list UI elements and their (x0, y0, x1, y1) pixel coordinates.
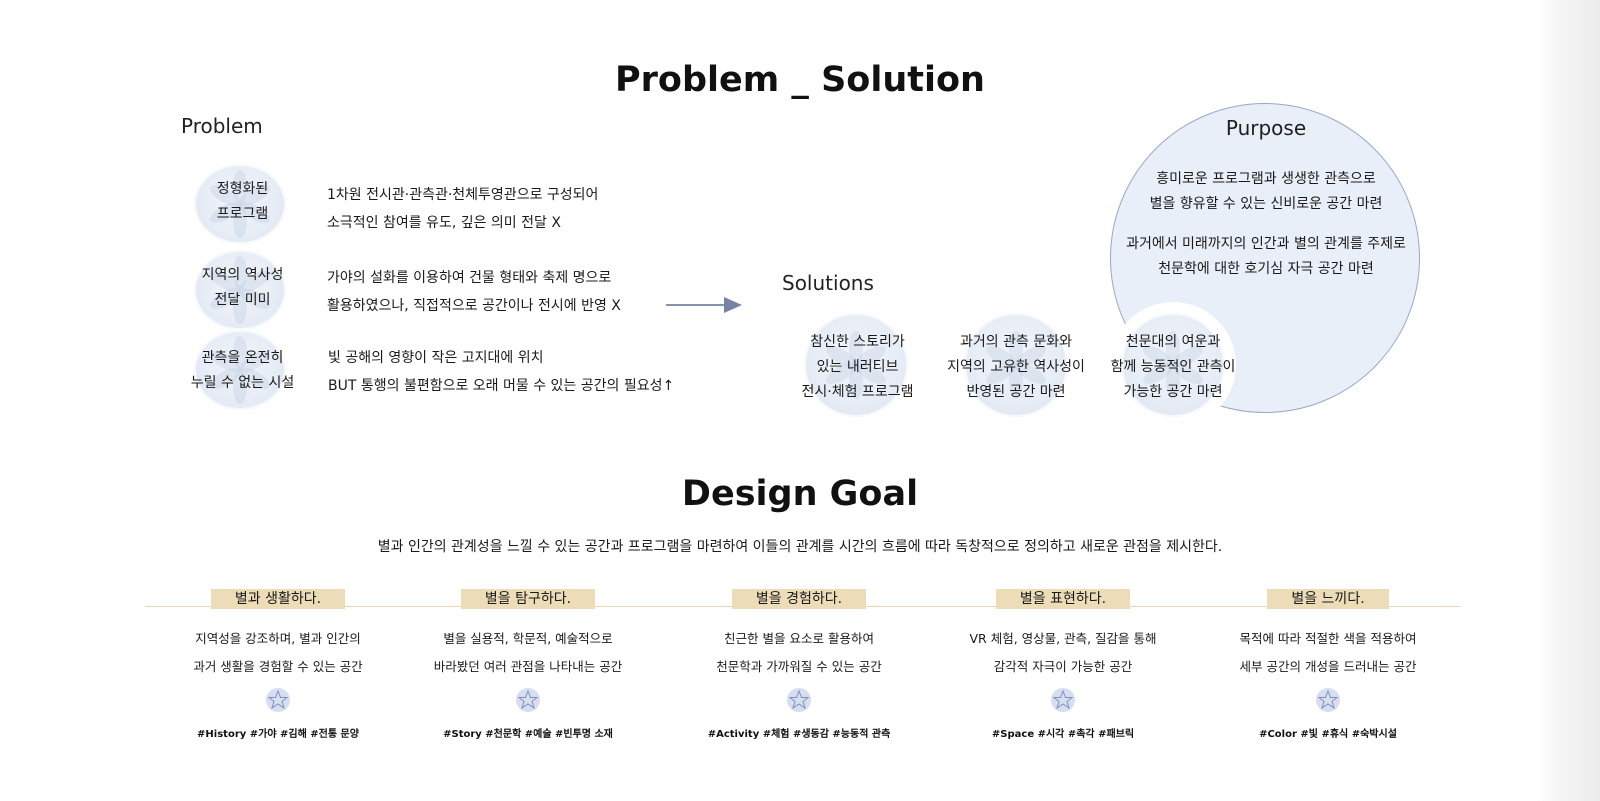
problem-solution-title: Problem _ Solution (615, 60, 985, 100)
goal-tag: 별과 생활하다. (210, 589, 346, 609)
star-icon (1316, 688, 1340, 712)
purpose-circle: Purpose 흥미로운 프로그램과 생생한 관측으로 별을 향유할 수 있는 … (1110, 103, 1420, 413)
goal-item: 별과 생활하다. 지역성을 강조하며, 별과 인간의 과거 생활을 경험할 수 … (153, 588, 403, 740)
side-texture (1538, 0, 1600, 801)
problem-tag: 정형화된 프로그램 (216, 181, 269, 222)
goal-hashtags: #Color #빛 #휴식 #숙박시설 (1259, 729, 1397, 740)
solution-text: 참신한 스토리가 있는 내러티브 전시·체험 프로그램 (801, 334, 914, 400)
problem-desc: 가야의 설화를 이용하여 건물 형태와 축제 명으로 활용하였으나, 직접적으로… (327, 270, 621, 314)
star-icon (516, 688, 540, 712)
solution-text: 과거의 관측 문화와 지역의 고유한 역사성이 반영된 공간 마련 (947, 334, 1085, 400)
problem-desc: 빛 공해의 영향이 작은 고지대에 위치 BUT 통행의 불편함으로 오래 머물… (328, 350, 675, 394)
goal-desc: VR 체험, 영상물, 관측, 질감을 통해 감각적 자극이 가능한 공간 (969, 631, 1157, 674)
solution-text: 천문대의 여운과 함께 능동적인 관측이 가능한 공간 마련 (1110, 334, 1236, 400)
design-goal-subtitle: 별과 인간의 관계성을 느낄 수 있는 공간과 프로그램을 마련하여 이들의 관… (377, 539, 1223, 555)
purpose-line: 천문학에 대한 호기심 자극 공간 마련 (1158, 261, 1374, 277)
star-icon (266, 688, 290, 712)
purpose-line: 별을 향유할 수 있는 신비로운 공간 마련 (1149, 196, 1383, 212)
goal-item: 별을 탐구하다. 별을 실용적, 학문적, 예술적으로 바라봤던 여러 관점을 … (403, 588, 653, 740)
circle-petal (1166, 331, 1180, 365)
goal-tag: 별을 경험하다. (731, 589, 867, 609)
goal-tag: 별을 느끼다. (1267, 589, 1389, 609)
problem-label: Problem (181, 114, 263, 138)
goal-desc: 별을 실용적, 학문적, 예술적으로 바라봤던 여러 관점을 나타내는 공간 (433, 631, 623, 674)
circle-petal (849, 331, 863, 365)
purpose-line: 흥미로운 프로그램과 생생한 관측으로 (1156, 171, 1376, 187)
goal-desc: 지역성을 강조하며, 별과 인간의 과거 생활을 경험할 수 있는 공간 (193, 631, 363, 674)
circle-petal (233, 256, 247, 290)
solution-circle (964, 313, 1068, 417)
goal-hashtags: #Space #시각 #촉각 #패브릭 (991, 729, 1135, 740)
solution-circle (1121, 313, 1225, 417)
arrow-right-icon (666, 297, 742, 313)
goal-hashtags: #Story #천문학 #예술 #빈투명 소재 (443, 729, 613, 740)
problem-desc: 1차원 전시관·관측관·천체투영관으로 구성되어 소극적인 참여를 유도, 깊은… (327, 187, 599, 231)
problem-tag: 지역의 역사성 전달 미미 (201, 267, 284, 308)
circle-petal (1009, 331, 1023, 365)
solution-circle (804, 313, 908, 417)
goal-item: 별을 느끼다. 목적에 따라 적절한 색을 적용하여 세부 공간의 개성을 드러… (1203, 588, 1453, 740)
circle-petal (233, 170, 247, 204)
circle-petal (233, 336, 247, 370)
goal-desc: 친근한 별을 요소로 활용하여 천문학과 가까워질 수 있는 공간 (716, 631, 882, 674)
solutions-label: Solutions (782, 271, 874, 295)
goal-tag: 별을 표현하다. (995, 589, 1131, 609)
problem-circle (194, 250, 286, 330)
goal-tag: 별을 탐구하다. (460, 589, 596, 609)
design-goal-title: Design Goal (681, 474, 919, 514)
purpose-line: 과거에서 미래까지의 인간과 별의 관계를 주제로 (1126, 236, 1406, 252)
star-icon (787, 688, 811, 712)
goal-hashtags: #Activity #체험 #생동감 #능동적 관측 (707, 729, 891, 740)
goal-item: 별을 경험하다. 친근한 별을 요소로 활용하여 천문학과 가까워질 수 있는 … (674, 588, 924, 740)
goal-item: 별을 표현하다. VR 체험, 영상물, 관측, 질감을 통해 감각적 자극이 … (938, 588, 1188, 740)
problem-circle (194, 164, 286, 244)
purpose-title: Purpose (1225, 116, 1307, 140)
problem-tag: 관측을 온전히 누릴 수 없는 시설 (190, 350, 295, 391)
star-icon (1051, 688, 1075, 712)
problem-circle (194, 330, 286, 410)
goal-hashtags: #History #가야 #김해 #전통 문양 (197, 729, 359, 740)
goal-desc: 목적에 따라 적절한 색을 적용하여 세부 공간의 개성을 드러내는 공간 (1239, 631, 1417, 674)
